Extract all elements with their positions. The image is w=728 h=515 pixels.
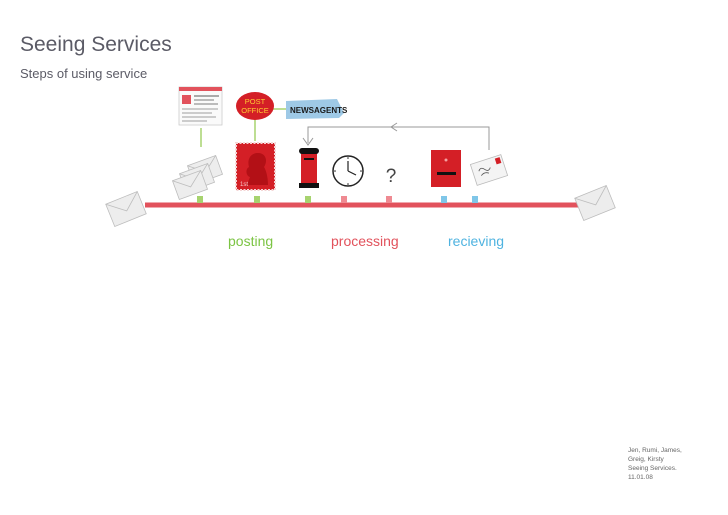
stamp-value: 1st	[240, 182, 248, 188]
clock-icon	[332, 155, 364, 187]
credits-block: Jen, Rumi, James, Greig, Kirsty Seeing S…	[628, 446, 682, 482]
credits-line: Greig, Kirsty	[628, 456, 664, 463]
newsagents-sign-icon: NEWSAGENTS	[286, 99, 348, 119]
phase-label-posting: posting	[228, 233, 274, 249]
phase-label-recieving: recieving	[448, 233, 505, 249]
credits-line: 11.01.08	[628, 474, 653, 481]
post-office-sign-icon: POST OFFICE	[236, 92, 274, 120]
question-mark-icon: ?	[386, 166, 397, 187]
phase-label-processing: processing	[331, 233, 399, 249]
return-loop-arrowhead	[302, 137, 314, 146]
step-marker-processing-2	[386, 196, 392, 203]
step-marker-recieving-1	[441, 196, 447, 203]
addressed-letter-icon	[469, 154, 509, 186]
page-subtitle: Steps of using service	[20, 66, 148, 81]
step-marker-posting-1	[197, 196, 203, 203]
post-box-icon	[299, 148, 319, 188]
step-marker-recieving-2	[472, 196, 478, 203]
step-marker-posting-3	[305, 196, 311, 203]
web-page-icon	[178, 86, 223, 126]
step-marker-processing-1	[341, 196, 347, 203]
post-office-sign-line-2: OFFICE	[241, 106, 269, 115]
post-office-sign-line-1: POST	[245, 97, 266, 106]
credits-line: Jen, Rumi, James,	[628, 447, 682, 454]
return-loop-arrow-mid	[390, 122, 398, 132]
newsagents-sign-text: NEWSAGENTS	[290, 106, 348, 115]
stamp-icon: 1st	[235, 142, 276, 191]
envelopes-stack-icon	[171, 154, 224, 201]
return-loop-line	[307, 126, 490, 150]
start-envelope-icon	[105, 190, 147, 228]
credits-line: Seeing Services.	[628, 465, 677, 472]
page-title: Seeing Services	[20, 33, 172, 56]
step-marker-posting-2	[254, 196, 260, 203]
end-envelope-icon	[574, 184, 616, 222]
delivery-card-icon	[431, 150, 461, 187]
